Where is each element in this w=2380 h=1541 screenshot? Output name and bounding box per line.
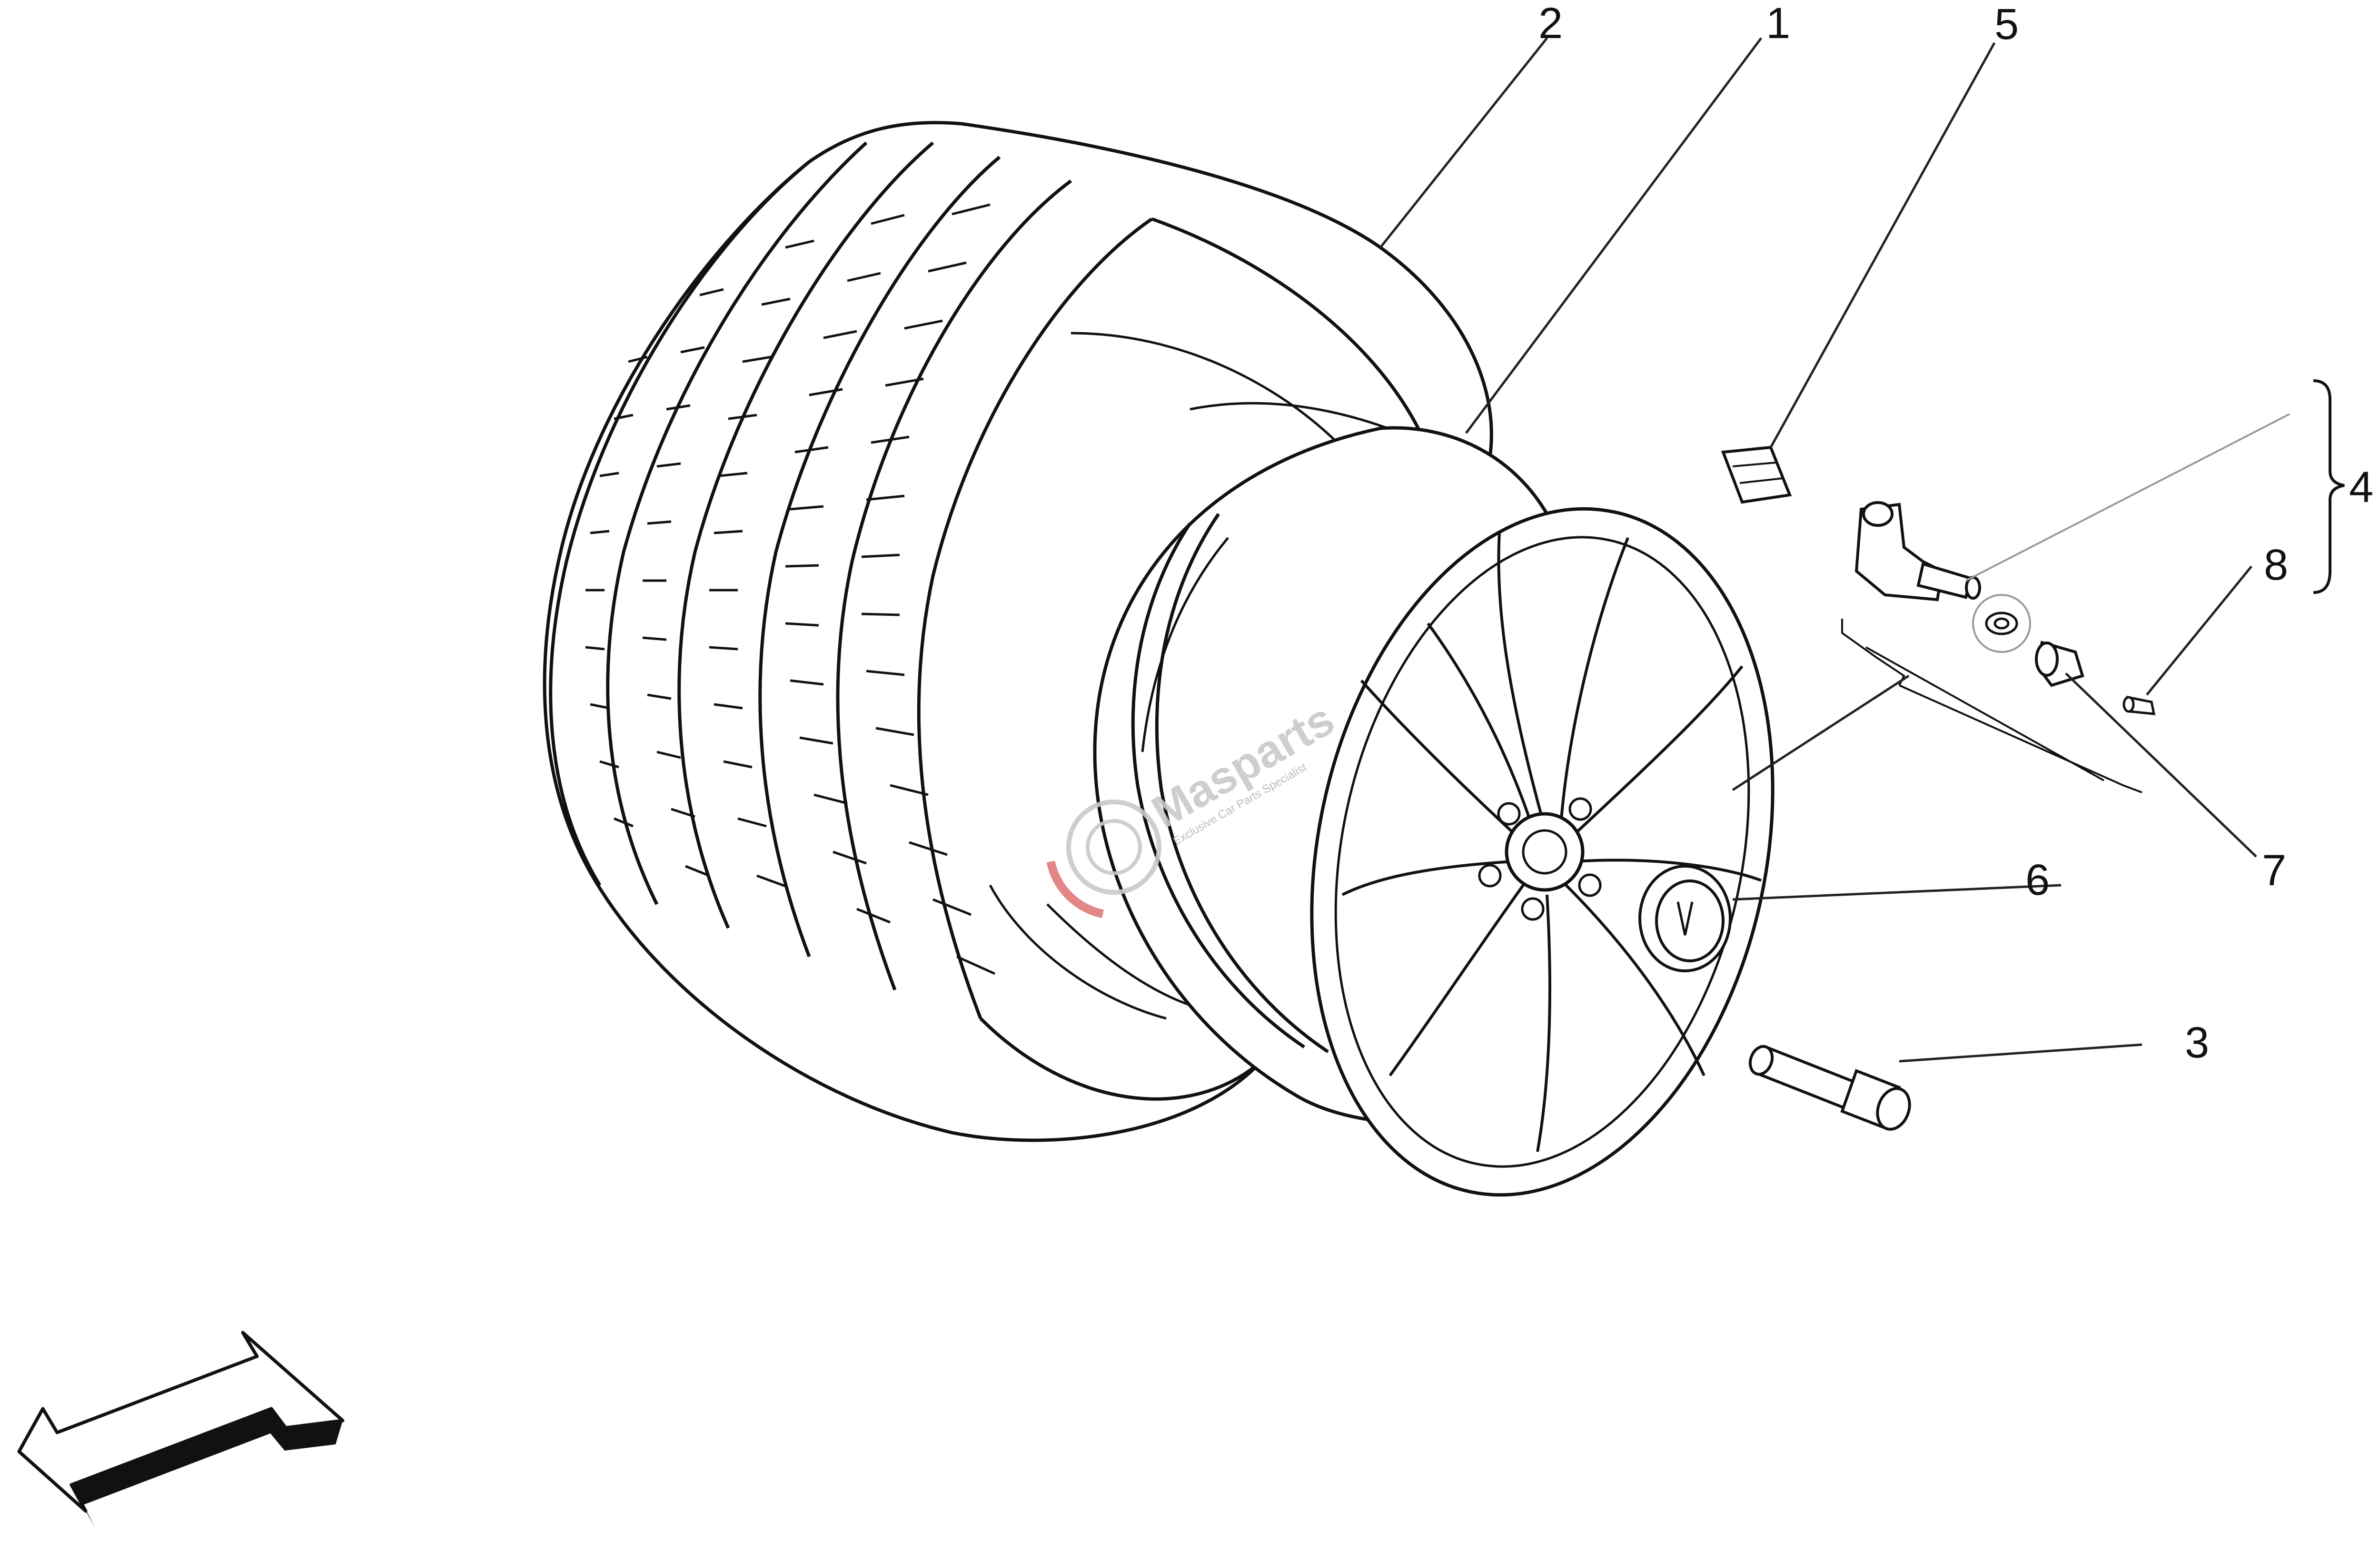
callout-5: 5 xyxy=(1994,0,2019,49)
wheel-bolt xyxy=(1748,1045,1911,1131)
callout-3: 3 xyxy=(2185,1018,2209,1067)
callout-4: 4 xyxy=(2349,463,2373,512)
tpms-washer xyxy=(1972,594,2031,653)
callout-2: 2 xyxy=(1538,0,1563,48)
leader-lines xyxy=(1379,37,2257,1063)
callout-8: 8 xyxy=(2264,541,2288,589)
tpms-sensor xyxy=(1854,501,1981,602)
callout-6: 6 xyxy=(2025,856,2050,904)
watermark-logo-icon xyxy=(1066,800,1161,895)
valve-cap xyxy=(2122,695,2156,715)
group-bracket xyxy=(2313,379,2345,594)
wheel-face xyxy=(1310,507,1775,1197)
tpms-nut xyxy=(2035,641,2084,687)
balance-weight xyxy=(1721,445,1792,504)
callout-7: 7 xyxy=(2262,846,2286,895)
arrow-down-left-icon xyxy=(17,1331,345,1528)
hub-cap xyxy=(1638,865,1732,972)
callout-1: 1 xyxy=(1766,0,1790,48)
sensor-thin-leader xyxy=(1965,413,2290,582)
